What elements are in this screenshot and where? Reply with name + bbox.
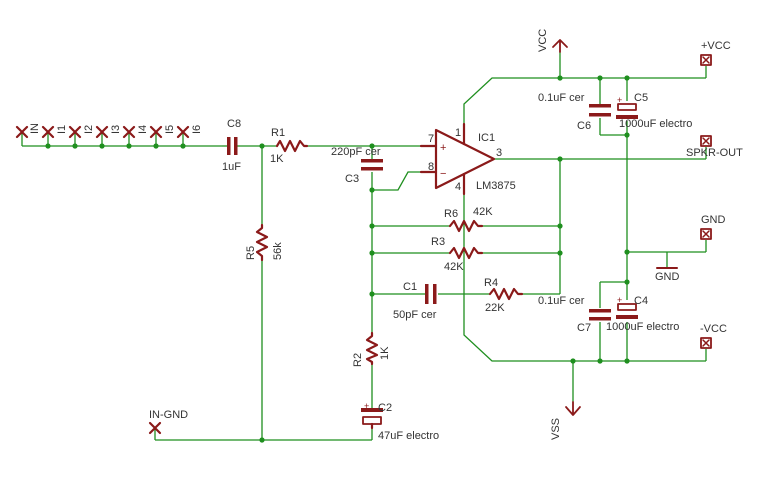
capacitor-c7 [589, 309, 611, 321]
c2-value: 47uF electro [378, 430, 439, 442]
ic1-pin-4: 4 [455, 181, 461, 193]
capacitor-c2: + [361, 401, 383, 430]
c8-name: C8 [227, 118, 241, 130]
capacitor-c1 [425, 284, 437, 304]
c5-value: 1000uF electro [619, 118, 692, 130]
r6-value: 42K [473, 206, 493, 218]
input-label-i5: I5 [164, 125, 176, 134]
ic1-pin-7: 7 [428, 133, 434, 145]
r3-name: R3 [431, 236, 445, 248]
input-labels: IN I1 I2 I3 I4 I5 I6 [29, 123, 203, 134]
r5-name: R5 [245, 246, 257, 260]
c7-value: 0.1uF cer [538, 295, 585, 307]
resistor-r6 [448, 219, 484, 233]
input-connectors [15, 125, 190, 435]
svg-text:+: + [617, 95, 622, 105]
input-label-i3: I3 [110, 125, 122, 134]
svg-text:+: + [617, 295, 622, 305]
plus-vcc-label: +VCC [701, 40, 731, 52]
c6-name: C6 [577, 120, 591, 132]
c3-value: 220pF cer [331, 146, 381, 158]
capacitor-c4: + [616, 295, 638, 319]
c4-name: C4 [634, 295, 648, 307]
vss-label: VSS [550, 418, 562, 440]
c8-value: 1uF [222, 161, 241, 173]
r2-name: R2 [352, 353, 364, 367]
resistor-r2 [365, 331, 379, 366]
gnd-conn-label: GND [701, 214, 726, 226]
minus-vcc-connector [700, 337, 712, 349]
c6-value: 0.1uF cer [538, 92, 585, 104]
gnd-symbol-label: GND [655, 271, 680, 283]
ic1-pin-3: 3 [496, 147, 502, 159]
r5-value: 56k [272, 242, 284, 260]
ic1-pin-minus: − [440, 168, 446, 180]
c2-name: C2 [378, 402, 392, 414]
c4-value: 1000uF electro [606, 321, 679, 333]
capacitor-c8 [222, 137, 240, 155]
r3-value: 42K [444, 261, 464, 273]
ic1-pin-1: 1 [455, 127, 461, 139]
c1-value: 50pF cer [393, 309, 437, 321]
resistor-r5 [255, 223, 269, 262]
vcc-label: VCC [537, 29, 549, 52]
ic1-pin-8: 8 [428, 161, 434, 173]
r1-name: R1 [271, 127, 285, 139]
vss-arrow-symbol [565, 401, 581, 416]
in-gnd-label: IN-GND [149, 409, 188, 421]
c3-name: C3 [345, 173, 359, 185]
input-label-i1: I1 [56, 125, 68, 134]
ic1-value: LM3875 [476, 180, 516, 192]
input-label-i6: I6 [191, 125, 203, 134]
input-label-i2: I2 [83, 125, 95, 134]
capacitor-c3 [361, 159, 383, 171]
vcc-arrow-symbol [552, 39, 568, 53]
wires [21, 52, 707, 441]
r4-name: R4 [484, 277, 498, 289]
junctions [45, 75, 630, 443]
resistor-r1 [275, 139, 309, 153]
resistor-r4 [488, 287, 524, 301]
minus-vcc-label: -VCC [700, 323, 727, 335]
resistor-r3 [448, 246, 484, 260]
input-label-in: IN [29, 123, 41, 134]
capacitor-c5: + [616, 95, 638, 119]
gnd-connector [700, 228, 712, 240]
svg-text:+: + [364, 401, 369, 411]
c5-name: C5 [634, 92, 648, 104]
c7-name: C7 [577, 322, 591, 334]
r2-value: 1K [379, 346, 391, 360]
spkr-out-connector [700, 135, 712, 147]
input-label-i4: I4 [137, 125, 149, 134]
c1-name: C1 [403, 281, 417, 293]
spkr-out-label: SPKR-OUT [686, 147, 743, 159]
ic1-pin-plus: + [440, 142, 446, 154]
output-connectors [700, 54, 712, 349]
in-gnd-connector [148, 421, 162, 435]
plus-vcc-connector [700, 54, 712, 66]
opamp-ic1 [419, 122, 496, 196]
r4-value: 22K [485, 302, 505, 314]
ic1-name: IC1 [478, 132, 495, 144]
capacitor-c6 [589, 104, 611, 117]
r6-name: R6 [444, 208, 458, 220]
r1-value: 1K [270, 153, 284, 165]
